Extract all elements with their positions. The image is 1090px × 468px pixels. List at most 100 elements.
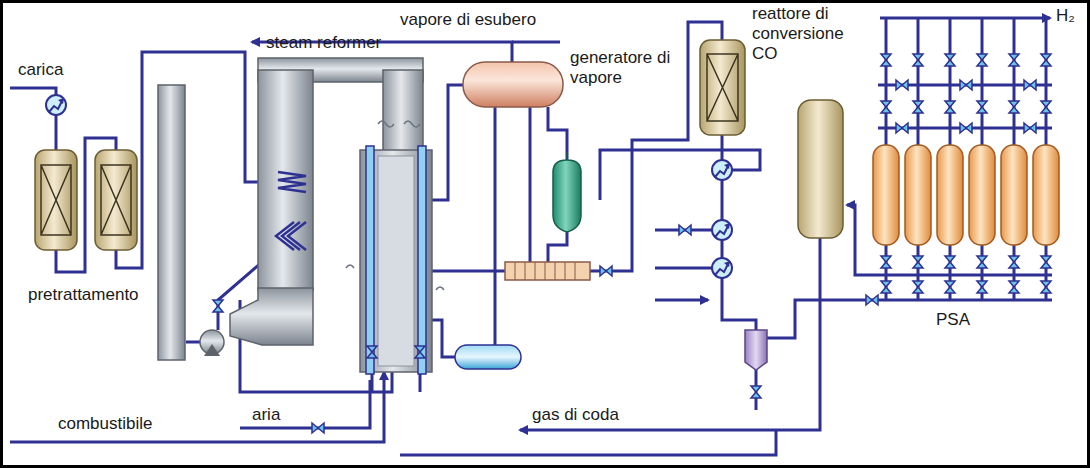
pretreatment-vessels-part (101, 165, 131, 235)
steam-reformer-part (378, 121, 420, 127)
pipe-lines-part (512, 41, 560, 44)
pipe-lines-part (432, 85, 463, 200)
psa-unit-part (1033, 145, 1059, 245)
psa-unit-part (881, 101, 891, 113)
psa-unit-part (977, 101, 987, 113)
separator-and-tank-part (798, 100, 843, 238)
label: PSA (936, 310, 970, 330)
steam-reformer-part (383, 70, 423, 152)
pipe-lines-part (721, 180, 724, 220)
steam-reformer-part (415, 346, 425, 358)
psa-unit-part (1041, 101, 1051, 113)
psa-unit-part (1024, 80, 1036, 90)
pipe-lines-part (494, 107, 497, 345)
pipe-lines-part (548, 107, 567, 160)
co-shift-reactor (679, 40, 745, 278)
pipe-lines-part (600, 150, 760, 200)
pipe-lines-part (880, 17, 1050, 20)
steam-reformer-part (346, 265, 444, 290)
label: vapore di esubero (400, 10, 536, 30)
steam-reformer-part (278, 172, 306, 192)
psa-unit-part (881, 54, 891, 66)
co-shift-reactor-part (712, 220, 732, 240)
pipe-lines-part (721, 240, 724, 258)
psa-unit-part (896, 123, 908, 133)
label: reattore di conversione CO (752, 4, 856, 64)
pipe-lines-part (655, 299, 708, 302)
psa-unit-part (977, 54, 987, 66)
label: steam reformer (266, 33, 381, 53)
pipe-lines (10, 18, 1052, 455)
psa-unit (866, 54, 1059, 305)
pipe-lines-part (400, 430, 776, 455)
pipe-lines-part (917, 18, 920, 145)
steam-generator-part (515, 262, 575, 280)
psa-unit-part (945, 256, 955, 268)
pretreatment-vessels-part (35, 150, 77, 250)
pipe-lines-part (767, 300, 1052, 338)
steam-generator-part (505, 262, 590, 280)
steam-generator (455, 62, 612, 369)
co-shift-reactor-part (712, 160, 732, 180)
steam-generator-part (463, 62, 563, 107)
psa-unit-part (1001, 145, 1027, 245)
psa-unit-part (1041, 54, 1051, 66)
pipe-lines-part (10, 372, 384, 442)
pretreatment-vessels (35, 95, 137, 250)
psa-unit-part (913, 256, 923, 268)
pipe-lines-part (655, 267, 712, 270)
co-shift-reactor-part (700, 40, 745, 135)
steam-reformer-part (312, 423, 324, 433)
steam-reformer-part (276, 222, 306, 250)
pipe-lines-part (722, 278, 756, 330)
pipe-lines-part (10, 88, 56, 95)
steam-reformer-part (366, 146, 374, 374)
separator-and-tank-part (745, 330, 767, 370)
psa-unit-part (945, 281, 955, 293)
pipe-lines-part (885, 18, 888, 145)
psa-unit-part (866, 295, 878, 305)
steam-reformer-part (230, 288, 313, 345)
pipe-lines-part (55, 115, 58, 150)
steam-generator-part (600, 266, 612, 276)
pipe-lines-part (981, 18, 984, 145)
psa-unit-part (905, 145, 931, 245)
psa-unit-part (1009, 101, 1019, 113)
steam-reformer-part (378, 156, 414, 366)
pretreatment-vessels-part (95, 150, 137, 250)
label: gas di coda (532, 405, 619, 425)
psa-unit-part (1024, 123, 1036, 133)
psa-unit-part (945, 101, 955, 113)
psa-unit-part (1009, 54, 1019, 66)
pipe-lines-part (1045, 18, 1048, 145)
steam-generator-part (553, 152, 581, 232)
label: pretrattamento (28, 285, 139, 305)
psa-unit-part (913, 101, 923, 113)
psa-unit-part (1041, 256, 1051, 268)
pipe-lines-part (116, 52, 282, 268)
steam-reformer-part (204, 344, 220, 356)
co-shift-reactor-part (679, 225, 691, 235)
pipe-lines-part (186, 341, 200, 344)
pretreatment-vessels-part (41, 165, 71, 235)
pipe-lines-part (949, 18, 952, 145)
pipe-lines-part (721, 135, 724, 160)
label: aria (252, 405, 280, 425)
steam-reformer (200, 58, 444, 433)
psa-unit-part (913, 54, 923, 66)
psa-unit-part (969, 145, 995, 245)
psa-unit-part (977, 256, 987, 268)
steam-reformer-part (213, 300, 223, 312)
psa-unit-part (937, 145, 963, 245)
pipe-lines-part (1013, 18, 1016, 145)
steam-reformer-part (418, 146, 426, 374)
separator-and-tank-part (751, 386, 761, 398)
pipe-lines-part (432, 320, 455, 357)
psa-unit-part (960, 123, 972, 133)
psa-unit-part (1009, 281, 1019, 293)
psa-unit-part (873, 145, 899, 245)
chimney-part (158, 85, 185, 360)
separator-and-tank (745, 100, 843, 398)
